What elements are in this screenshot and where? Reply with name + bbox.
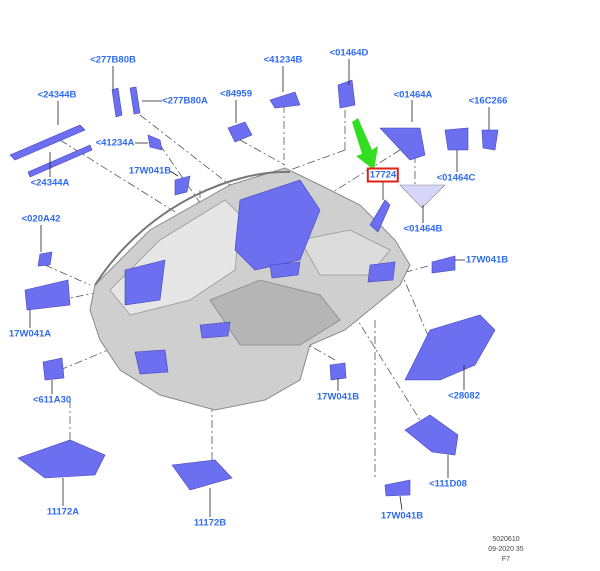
callout-17W041B[interactable]: 17W041B: [128, 165, 172, 177]
callout-01464D[interactable]: <01464D: [329, 47, 369, 59]
callout-17W041A[interactable]: 17W041A: [8, 328, 52, 340]
callout-28082[interactable]: <28082: [448, 390, 480, 402]
blue-parts: [9, 79, 499, 497]
callout-11172A[interactable]: 11172A: [46, 506, 80, 518]
callout-111D08[interactable]: <111D08: [429, 478, 467, 490]
callout-277B80A[interactable]: <277B80A: [162, 95, 208, 107]
leader-lines: [29, 59, 490, 517]
callout-17W041B[interactable]: 17W041B: [316, 391, 360, 403]
callout-17724-highlighted[interactable]: 17724: [366, 167, 400, 183]
callout-611A30[interactable]: <611A30: [32, 394, 72, 406]
footer-line-3: F7: [501, 556, 511, 563]
callout-277B80B[interactable]: <277B80B: [90, 54, 136, 66]
callout-020A42[interactable]: <020A42: [21, 213, 61, 225]
callout-41234A[interactable]: <41234A: [95, 137, 135, 149]
callout-17W041B[interactable]: 17W041B: [380, 510, 424, 522]
callout-17W041B[interactable]: 17W041B: [465, 254, 509, 266]
callout-01464A[interactable]: <01464A: [393, 89, 433, 101]
green-pointer-arrow-icon: [352, 118, 378, 170]
footer-line-2: 09-2020 35: [488, 546, 524, 553]
callout-11172B[interactable]: 11172B: [193, 517, 227, 529]
callout-16C266[interactable]: <16C266: [468, 95, 508, 107]
callout-01464C[interactable]: <01464C: [436, 172, 476, 184]
diagram-reference-footer: 5020610 09-2020 35 F7: [476, 535, 536, 565]
callout-01464B[interactable]: <01464B: [403, 223, 443, 235]
footer-line-1: 5020610: [492, 536, 520, 543]
callout-24344B[interactable]: <24344B: [37, 89, 77, 101]
callout-84959[interactable]: <84959: [220, 88, 252, 100]
callout-41234B[interactable]: <41234B: [263, 54, 303, 66]
callout-24344A[interactable]: <24344A: [30, 177, 70, 189]
